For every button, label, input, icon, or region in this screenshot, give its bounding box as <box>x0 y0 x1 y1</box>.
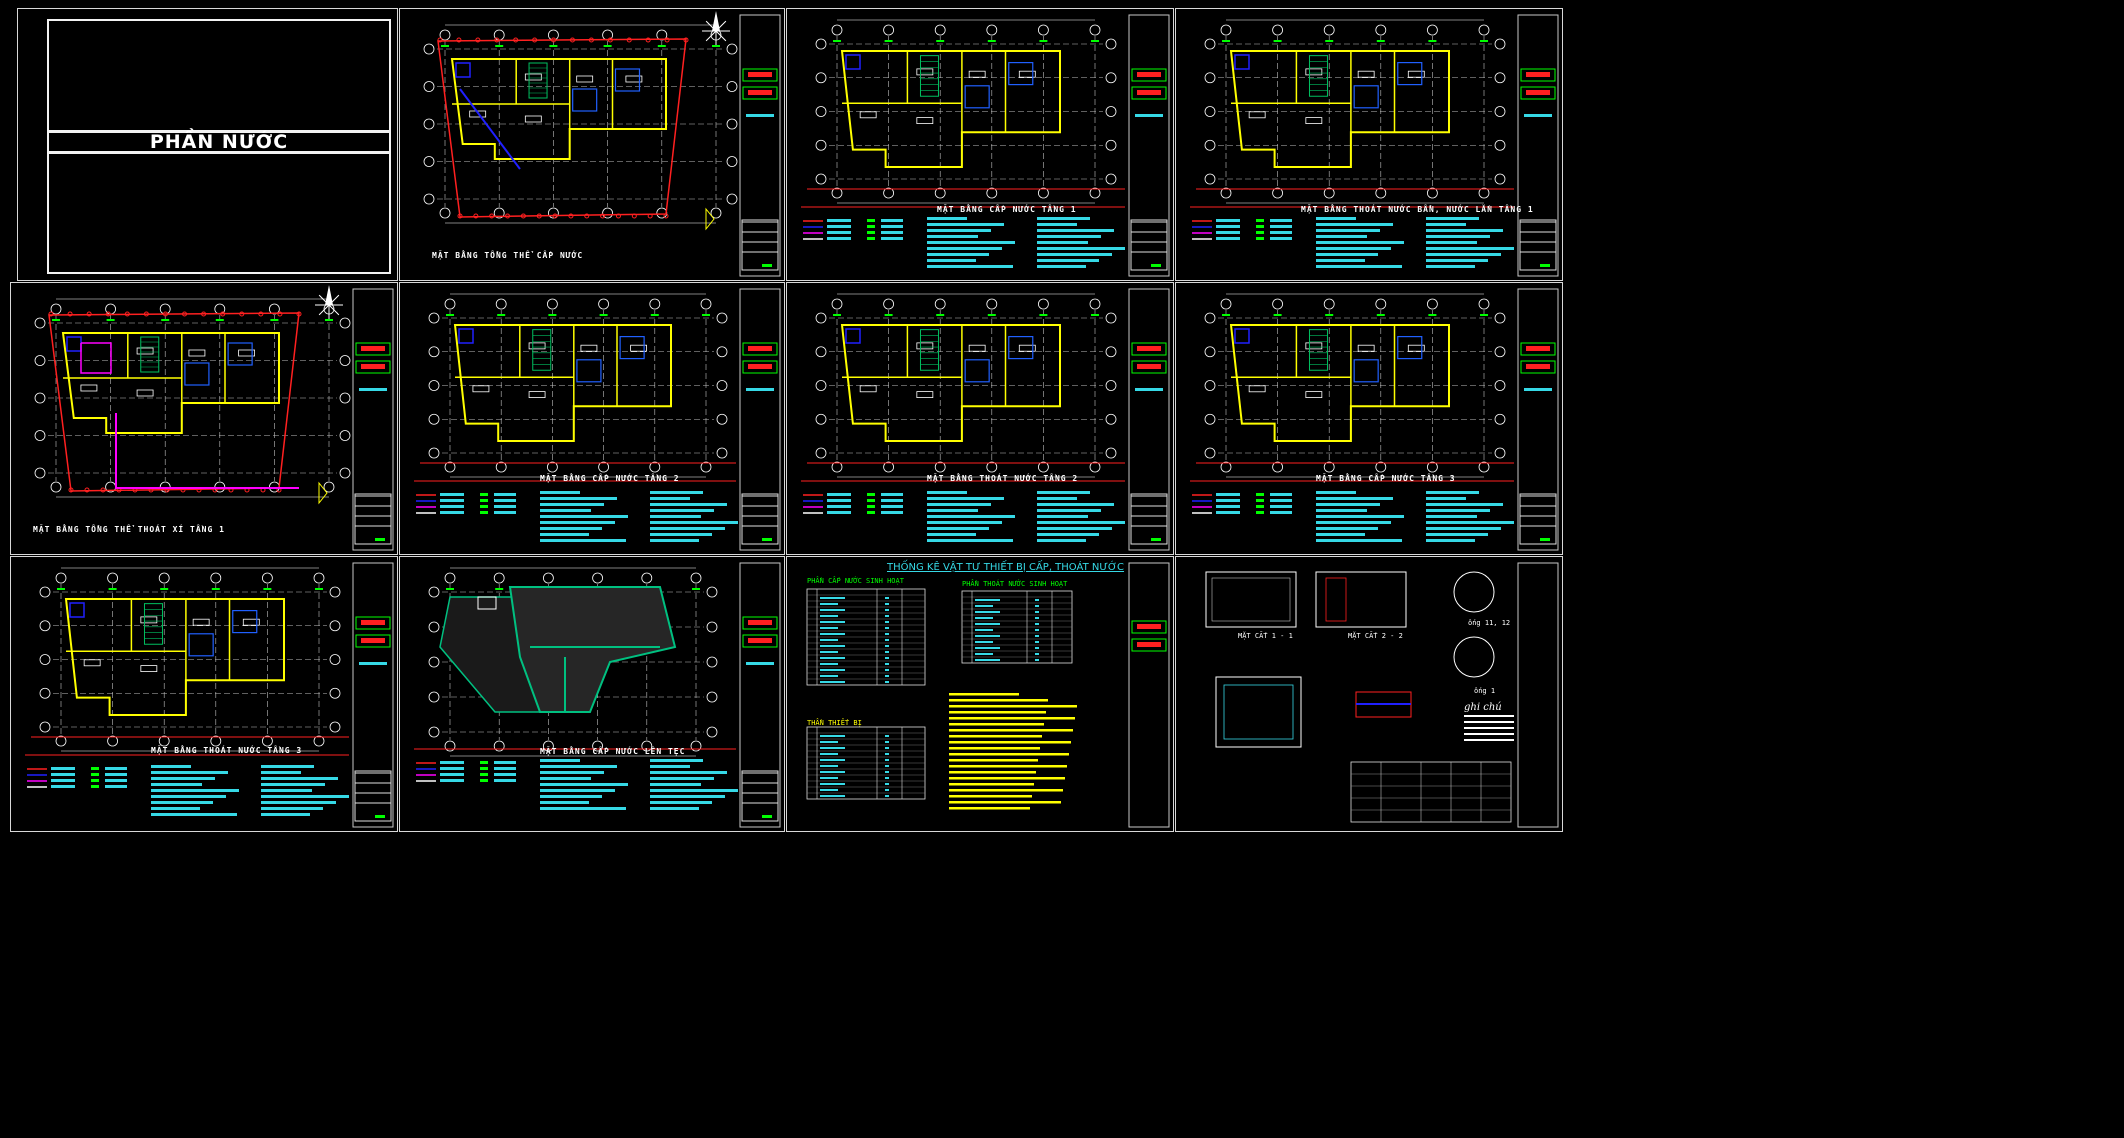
axis-grid <box>815 19 1117 204</box>
cover-frame-title: PHẦN NƯỚC <box>47 130 391 154</box>
stats-table <box>806 726 926 800</box>
sheet-title: MẶT BẰNG CẤP NƯỚC TẦNG 3 <box>1316 474 1456 483</box>
cover-frame-bottom <box>47 151 391 274</box>
sheet-drawing <box>1190 288 1559 551</box>
title-block <box>1128 14 1170 277</box>
sheet-title: MẶT BẰNG THOÁT NƯỚC TẦNG 3 <box>151 746 303 755</box>
stats-left-table-title: PHẦN CẤP NƯỚC SINH HOẠT <box>807 577 904 585</box>
axis-grid <box>1204 293 1506 478</box>
notes-legend <box>25 754 349 816</box>
drawing-sheet: MẶT BẰNG THOÁT NƯỚC BẨN, NƯỚC LẮN TẦNG 1 <box>1175 8 1563 281</box>
stats-sheet: THỐNG KÊ VẬT TƯ THIẾT BỊ CẤP, THOÁT NƯỚC… <box>786 556 1174 832</box>
drawing-sheet: MẶT BẰNG CẤP NƯỚC TẦNG 1 <box>786 8 1174 281</box>
notes-legend <box>414 748 738 810</box>
sheet-drawing <box>423 11 781 277</box>
drawing-sheet: MẶT BẰNG THOÁT NƯỚC TẦNG 3 <box>10 556 398 832</box>
drawing-sheet: MẶT BẰNG TỔNG THỂ CẤP NƯỚC <box>399 8 785 281</box>
stats-table <box>961 590 1073 664</box>
sheet-title: MẶT BẰNG THOÁT NƯỚC BẨN, NƯỚC LẮN TẦNG 1 <box>1301 205 1534 214</box>
ghi-chu-label: ghi chú <box>1464 702 1502 713</box>
title-block <box>1128 288 1170 551</box>
sheet-title: MẶT BẰNG TỔNG THỂ CẤP NƯỚC <box>432 251 584 260</box>
sheet-drawing <box>25 562 394 828</box>
axis-grid <box>423 24 738 224</box>
stats-table <box>806 588 926 686</box>
stats-sheet-svg <box>806 562 1170 828</box>
section-2-label: MẶT CẮT 2 - 2 <box>1348 632 1403 640</box>
north-arrow <box>315 285 343 319</box>
building-walls <box>64 598 285 716</box>
sheet-title: MẶT BẰNG THOÁT NƯỚC TẦNG 2 <box>927 474 1079 483</box>
notes-legend <box>414 480 738 542</box>
cover-title: PHẦN NƯỚC <box>149 131 289 153</box>
title-block <box>739 562 781 828</box>
title-block <box>1517 14 1559 277</box>
drawing-sheet: MẶT BẰNG CẤP NƯỚC TẦNG 2 <box>399 282 785 555</box>
title-block <box>352 288 394 551</box>
stats-right-table-title: PHẦN THOÁT NƯỚC SINH HOẠT <box>962 580 1068 588</box>
sheet-drawing <box>801 14 1170 277</box>
north-arrow <box>702 11 730 45</box>
title-block <box>352 562 394 828</box>
notes-legend <box>801 480 1125 542</box>
sheet-title: MẶT BẰNG TỔNG THỂ THOÁT XÍ TẦNG 1 <box>33 525 225 534</box>
sheet-drawing <box>414 562 781 828</box>
building-walls <box>840 324 1061 442</box>
building-walls <box>1229 50 1450 168</box>
details-sheet: MẶT CẮT 1 - 1 MẶT CẮT 2 - 2 ống 11, 12 ố… <box>1175 556 1563 832</box>
sheet-drawing <box>34 285 394 551</box>
sheet-drawing <box>801 288 1170 551</box>
cover-frame-top <box>47 19 391 133</box>
sheet-title: MẶT BẰNG CẤP NƯỚC TẦNG 2 <box>540 474 680 483</box>
stats-lower-table-title: THẦN THIẾT BỊ <box>807 719 862 727</box>
drawing-sheet: MẶT BẰNG CẤP NƯỚC LÊN TẸC <box>399 556 785 832</box>
building-walls <box>1229 324 1450 442</box>
stats-title: THỐNG KÊ VẬT TƯ THIẾT BỊ CẤP, THOÁT NƯỚC <box>887 562 1125 573</box>
title-block <box>739 288 781 551</box>
drawing-sheet: MẶT BẰNG THOÁT NƯỚC TẦNG 2 <box>786 282 1174 555</box>
sheet-title: MẶT BẰNG CẤP NƯỚC LÊN TẸC <box>540 747 686 756</box>
axis-grid <box>428 293 728 478</box>
axis-grid <box>34 298 351 498</box>
drawing-sheet: MẶT BẰNG TỔNG THỂ THOÁT XÍ TẦNG 1 <box>10 282 398 555</box>
notes-legend <box>1190 206 1514 268</box>
title-block <box>1517 288 1559 551</box>
sheet-drawing <box>414 288 781 551</box>
axis-grid <box>1204 19 1506 204</box>
notes-legend <box>801 206 1125 268</box>
notes-legend <box>1190 480 1514 542</box>
sheet-title: MẶT BẰNG CẤP NƯỚC TẦNG 1 <box>937 205 1077 214</box>
title-block <box>739 14 781 277</box>
drawing-sheet: MẶT BẰNG CẤP NƯỚC TẦNG 3 <box>1175 282 1563 555</box>
axis-grid <box>39 567 341 752</box>
cover-sheet: PHẦN NƯỚC <box>17 8 398 281</box>
detail-2-label: ống 11, 12 <box>1468 619 1511 627</box>
building-walls <box>840 50 1061 168</box>
building-walls <box>61 332 280 434</box>
details-sheet-svg <box>1205 562 1559 828</box>
section-1-label: MẶT CẮT 1 - 1 <box>1238 632 1293 640</box>
sheet-drawing <box>1190 14 1559 277</box>
building-walls <box>450 58 667 160</box>
building-walls <box>453 324 672 442</box>
detail-1-label: ống 1 <box>1474 687 1496 695</box>
